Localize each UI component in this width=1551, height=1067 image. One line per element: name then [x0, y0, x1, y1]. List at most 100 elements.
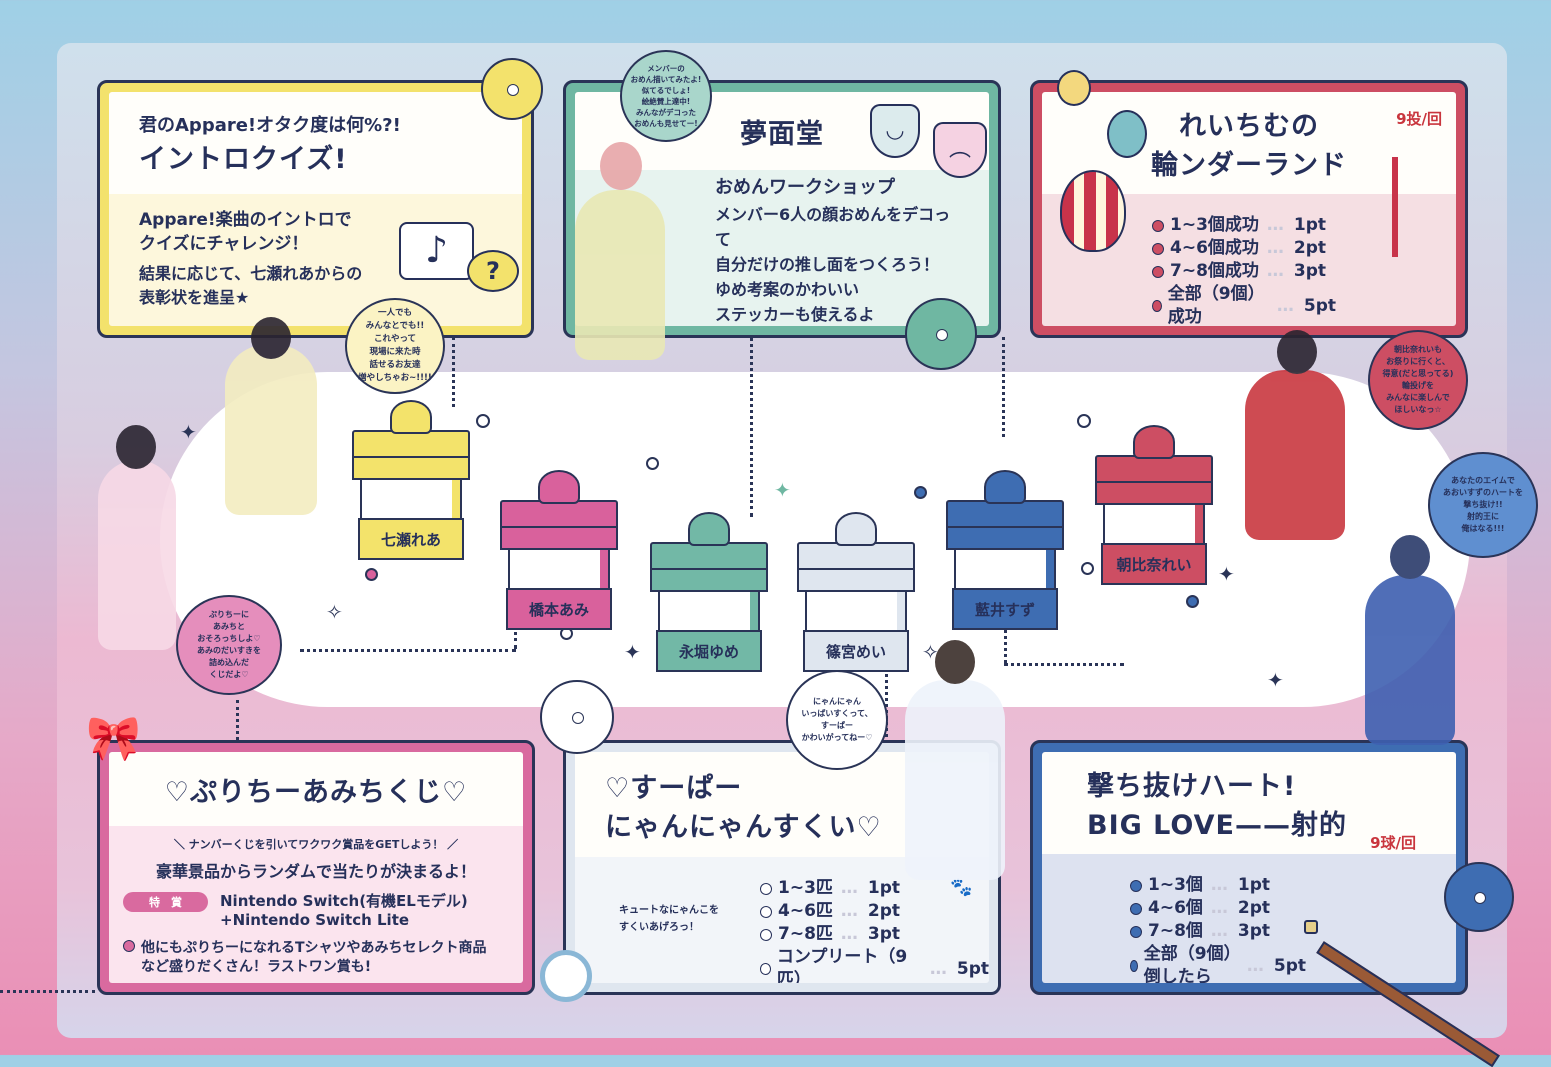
rule-points: 1pt: [1237, 875, 1271, 895]
score-rule: 1~3個成功…1pt: [1152, 214, 1336, 237]
sparkle-icon: ✦: [624, 640, 641, 664]
omen-line: メンバー6人の顔おめんをデコって: [715, 205, 951, 249]
leader-dots: …: [1266, 238, 1286, 258]
bullet-icon: [1152, 265, 1164, 278]
speech-bubble-mei: にゃんにゃん いっぱいすくって、 すーぱー かわいがってねー♡: [786, 670, 888, 770]
rule-label: 7~8個: [1148, 921, 1203, 941]
happy-mask-icon: ◡: [870, 104, 920, 158]
score-rule: 1~3個 … 1pt: [1130, 874, 1306, 897]
stall-6: 朝比奈れい: [1095, 425, 1213, 585]
stall-name: 永堀ゆめ: [656, 630, 762, 672]
rule-points: 5pt: [956, 958, 989, 979]
special-prize-label: 特 賞: [123, 892, 208, 912]
circle-decoration: [476, 414, 490, 428]
kuji-headline: 豪華景品からランダムで当たりが決まるよ！: [155, 862, 476, 881]
bullet-icon: [760, 882, 772, 895]
bullet-icon: [1130, 960, 1138, 972]
intro-quiz-line: 表彰状を進呈★: [139, 288, 250, 307]
connector: [750, 337, 753, 517]
speech-bubble-ami: ぷりちーに あみちと おそろっちしよ♡ あみのだいすきを 詰め込んだ くじだよ♡: [176, 595, 282, 695]
intro-quiz-line: 結果に応じて、七瀬れあからの: [139, 264, 363, 283]
bullet-icon: [1130, 902, 1142, 915]
connector: [300, 649, 516, 652]
rule-points: 3pt: [867, 924, 901, 944]
rule-points: 1pt: [867, 878, 901, 898]
teddy-bear-icon: [538, 470, 580, 504]
ring-toss-icon: [1133, 425, 1175, 459]
hot-air-balloon-icon: [1060, 170, 1126, 252]
music-note-icon: ♪: [399, 222, 474, 280]
chrysanthemum-icon: [540, 680, 614, 754]
rule-label: 1~3個成功: [1170, 215, 1259, 235]
score-rule: コンプリート（9匹）…5pt: [760, 946, 989, 983]
member-photo-mei: [905, 640, 1005, 880]
ring-toss-peg-icon: [1392, 157, 1442, 257]
rule-label: 1~3個: [1148, 875, 1203, 895]
balloon-icon: [1107, 110, 1147, 158]
score-rule: 全部（9個）成功…5pt: [1152, 283, 1336, 326]
rule-label: 4~6匹: [778, 901, 833, 921]
sparkle-icon: ✧: [326, 600, 343, 624]
bullet-icon: [1130, 925, 1142, 938]
score-rule: 1~3匹…1pt: [760, 877, 989, 900]
bullet-icon: [1152, 219, 1164, 232]
score-rule: 7~8匹…3pt: [760, 923, 989, 946]
circle-decoration: [914, 486, 927, 499]
omen-line: ゆめ考案のかわいい: [715, 280, 860, 299]
leader-dots: …: [840, 901, 860, 921]
connector: [885, 627, 888, 737]
leader-dots: …: [1276, 295, 1296, 316]
leader-dots: …: [1266, 261, 1286, 281]
speech-bubble-yume: メンバーの おめん描いてみたよ! 似てるでしょ! 絵絶賛上達中! みんながデコっ…: [620, 50, 712, 142]
connector: [1004, 663, 1124, 666]
kuji-tagline: ＼ ナンバーくじを引いてワクワク賞品をGETしよう！ ／: [173, 838, 459, 851]
omen-subtitle: おめんワークショップ: [715, 177, 895, 198]
shooting-badge: 9球/回: [1370, 834, 1416, 852]
omen-title: 夢面堂: [740, 118, 824, 150]
connector: [452, 337, 455, 407]
score-rule: 全部（9個）倒したら…5pt: [1130, 943, 1306, 983]
bullet-icon: [760, 905, 772, 918]
special-prize-1: Nintendo Switch(有機ELモデル): [220, 892, 468, 910]
cork-icon: [1304, 920, 1318, 934]
nyan-title-1: ♡すーぱー: [605, 772, 743, 804]
leader-dots: …: [1210, 875, 1230, 895]
speech-bubble-rei: 朝比奈れいも お祭りに行くと、 得意(だと思ってる) 輪投げを みんなに楽しんで…: [1368, 330, 1468, 430]
ring-toss-badge: 9投/回: [1396, 110, 1442, 128]
circle-decoration: [1077, 414, 1091, 428]
nyan-side-text: キュートなにゃんこを: [619, 905, 719, 916]
leader-dots: …: [1266, 215, 1286, 235]
member-photo-suzu: [1365, 535, 1455, 745]
intro-quiz-line: クイズにチャレンジ！: [139, 234, 309, 254]
rule-points: 2pt: [1293, 238, 1327, 258]
member-photo-rea: [225, 317, 317, 515]
kuji-title: ♡ぷりちーあみちくじ♡: [164, 776, 468, 808]
connector: [1002, 337, 1005, 437]
shooting-title-2: BIG LOVE——射的: [1087, 810, 1347, 841]
kuji-note: 他にもぷりちーになれるTシャツやあみちセレクト商品: [141, 940, 487, 956]
ring-toss-title-1: れいちむの: [1179, 111, 1319, 142]
mask-icon: [688, 512, 730, 546]
intro-quiz-card: 君のAppare!オタク度は何%?!イントロクイズ! Appare!楽曲のイント…: [97, 80, 534, 338]
kuji-note: など盛りだくさん！ラストワン賞も!: [141, 959, 372, 975]
sparkle-icon: ✧: [922, 640, 939, 664]
circle-decoration: [646, 457, 659, 470]
leader-dots: …: [840, 924, 860, 944]
stall-name: 朝比奈れい: [1101, 543, 1207, 585]
stall-3: 永堀ゆめ: [650, 512, 768, 672]
rule-points: 3pt: [1237, 921, 1271, 941]
balloon-icon: [1057, 70, 1091, 106]
sparkle-icon: ✦: [774, 478, 791, 502]
shooting-title-1: 撃ち抜けハート!: [1087, 771, 1297, 802]
rule-points: 2pt: [1237, 898, 1271, 918]
stall-name: 藍井すず: [952, 588, 1058, 630]
bullet-icon: [760, 963, 771, 975]
intro-quiz-kicker: 君のAppare!オタク度は何%?!: [139, 114, 401, 136]
cat-icon: [835, 512, 877, 546]
ring-toss-title-2: 輪ンダーランド: [1151, 150, 1347, 181]
rule-label: 4~6個: [1148, 898, 1203, 918]
nyan-title-2: にゃんにゃんすくい♡: [605, 811, 882, 843]
buzzer-icon: [390, 400, 432, 434]
